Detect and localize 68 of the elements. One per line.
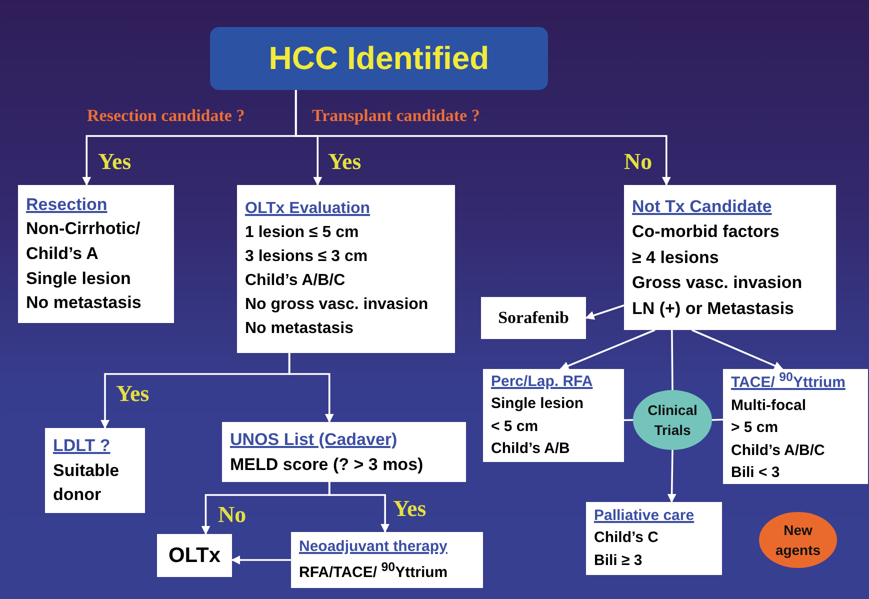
box-heading: Perc/Lap. RFA <box>491 372 594 392</box>
criteria-line: RFA/TACE/ $^{90}$Yttrium <box>299 559 449 583</box>
node-label: New agents <box>774 520 822 560</box>
arrow <box>691 329 784 370</box>
criteria-line: ≥ 4 lesions <box>632 246 720 269</box>
text-box <box>291 532 483 588</box>
text-box <box>481 297 586 339</box>
arrow <box>585 304 624 320</box>
text-box <box>157 534 232 577</box>
criteria-line: Child’s A/B/C <box>245 271 346 291</box>
criteria-line: Bili < 3 <box>731 463 781 484</box>
connector-line <box>671 330 674 390</box>
criteria-line: No metastasis <box>26 292 142 314</box>
criteria-line: No metastasis <box>245 319 354 339</box>
criteria-line: Child’s C <box>594 528 660 548</box>
node-label: OLTx <box>168 544 221 568</box>
text-box <box>222 422 466 482</box>
text-box <box>586 502 722 575</box>
text-box <box>237 185 455 353</box>
node-label: Clinical Trials <box>646 400 698 440</box>
node-label: Sorafenib <box>498 308 569 328</box>
box-heading: Not Tx Candidate <box>632 196 773 218</box>
criteria-line: Suitable donor <box>53 460 120 506</box>
criteria-line: 1 lesion ≤ 5 cm <box>245 223 360 243</box>
arrow <box>288 353 334 423</box>
criteria-line: LN (+) or Metastasis <box>632 298 796 320</box>
box-heading: OLTx Evaluation <box>245 199 372 219</box>
box-heading: UNOS List (Cadaver) <box>230 428 398 450</box>
text-box <box>624 185 836 330</box>
node-label: HCC Identified <box>268 40 490 77</box>
arrow <box>560 329 656 370</box>
criteria-line: Child’s A/B <box>491 439 571 459</box>
criteria-line: 3 lesions ≤ 3 cm <box>245 247 369 267</box>
criteria-line: > 5 cm <box>731 418 780 438</box>
text-box <box>45 428 145 513</box>
text-box <box>483 369 624 462</box>
connector-line <box>624 419 634 422</box>
edge-label: Yes <box>98 150 132 173</box>
criteria-line: Single lesion <box>26 268 132 290</box>
edge-label: Yes <box>328 150 362 173</box>
connector-line <box>712 418 724 421</box>
box-heading: TACE/ $^{90}$Yttrium <box>731 369 846 394</box>
criteria-line: < 5 cm <box>491 416 540 436</box>
criteria-line: Child’s A/B/C <box>731 440 826 461</box>
text-box <box>723 369 868 484</box>
criteria-line: Non-Cirrhotic/ Child’s A <box>26 218 142 266</box>
arrow <box>231 556 291 564</box>
edge-label: No <box>218 503 246 526</box>
criteria-line: Co-morbid factors <box>632 221 780 244</box>
text-box <box>18 185 174 323</box>
box-heading: LDLT ? <box>53 435 112 458</box>
title-box <box>210 27 548 90</box>
box-heading: Neoadjuvant therapy <box>299 536 448 556</box>
criteria-line: MELD score (? > 3 mos) <box>230 454 424 476</box>
box-heading: Resection <box>26 194 108 216</box>
question-label: Transplant candidate ? <box>312 106 480 126</box>
arrow <box>294 90 671 186</box>
question-label: Resection candidate ? <box>87 106 245 126</box>
criteria-line: Bili ≥ 3 <box>594 550 644 571</box>
arrow <box>328 482 390 533</box>
criteria-line: Gross vasc. invasion <box>632 272 804 294</box>
arrow <box>667 450 676 503</box>
criteria-line: No gross vasc. invasion <box>245 295 430 315</box>
edge-label: Yes <box>116 382 150 405</box>
criteria-line: Single lesion <box>491 394 585 414</box>
edge-label: No <box>624 150 652 173</box>
edge-label: Yes <box>393 497 426 520</box>
box-heading: Palliative care <box>594 506 696 526</box>
